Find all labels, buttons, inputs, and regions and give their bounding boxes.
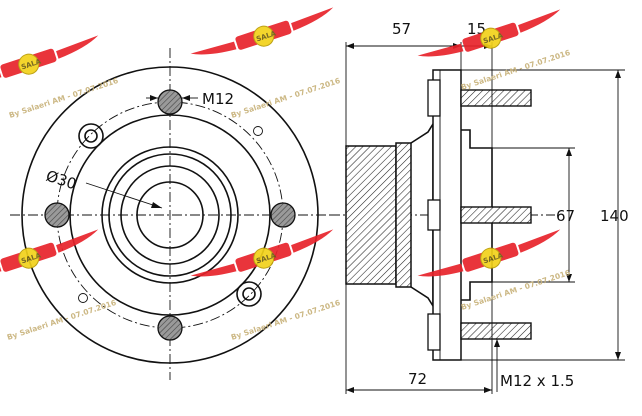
small-hole-lower-right-inner (242, 287, 256, 301)
watermark-logo-4: SALA (0, 229, 99, 277)
small-hole-upper-left-inner (84, 129, 98, 143)
watermark-caption-1: By Salaeri AM - 07.07.2016 (8, 76, 120, 120)
hub-ring-3 (108, 153, 232, 277)
flange-boss-middle (427, 199, 441, 231)
wheel-studs (460, 89, 532, 340)
small-hole-upper-left (78, 123, 104, 149)
hub-bearing-step (395, 142, 412, 288)
watermark-logo-5: SALA (190, 229, 334, 277)
hub-ring-4 (120, 165, 220, 265)
watermark-caption-4: By Salaeri AM - 07.07.2016 (6, 298, 118, 342)
stud-bottom (460, 322, 532, 340)
stud-hole-top (157, 89, 183, 115)
hub-ring-outer (69, 114, 271, 316)
stud-spec-label: M12 x 1.5 (500, 372, 574, 390)
flange-boss-bottom (427, 313, 441, 351)
flange-boss-top (427, 79, 441, 117)
small-hole-lower-right (236, 281, 262, 307)
stud-holes (44, 89, 296, 341)
flange-outer-circle (21, 66, 319, 364)
hub-ring-2 (101, 146, 239, 284)
watermark-caption-5: By Salaeri AM - 07.07.2016 (230, 298, 342, 342)
tiny-hole-lower-left (78, 293, 88, 303)
stud-hole-bottom (157, 315, 183, 341)
hub-depth-label: 57 (392, 20, 411, 38)
hub-bearing-body (345, 145, 397, 285)
tiny-hole-upper-right (253, 126, 263, 136)
watermarks: SALA SALA SALA SALA SALA (0, 7, 572, 342)
bolt-circle-label: 140 (600, 207, 629, 225)
stud-hole-right (270, 202, 296, 228)
overall-length-label: 72 (408, 370, 427, 388)
pilot-diameter-label: 67 (556, 207, 575, 225)
bore-leader (85, 182, 163, 209)
m12-label: M12 (202, 90, 234, 108)
bore-diameter-label: Ø30 (44, 167, 79, 194)
watermark-logo-6: SALA (417, 229, 561, 277)
stud-top (460, 89, 532, 107)
watermark-caption-6: By Salaeri AM - 07.07.2016 (460, 268, 572, 312)
watermark-logo-2: SALA (190, 7, 334, 55)
watermark-caption-2: By Salaeri AM - 07.07.2016 (230, 76, 342, 120)
stud-middle (460, 206, 532, 224)
center-bore (136, 181, 204, 249)
watermark-logo-1: SALA (0, 35, 99, 83)
side-view: 57 15 67 140 72 M12 x 1.5 (330, 20, 629, 394)
stud-hole-left (44, 202, 70, 228)
watermark-logo-3: SALA (417, 9, 561, 57)
